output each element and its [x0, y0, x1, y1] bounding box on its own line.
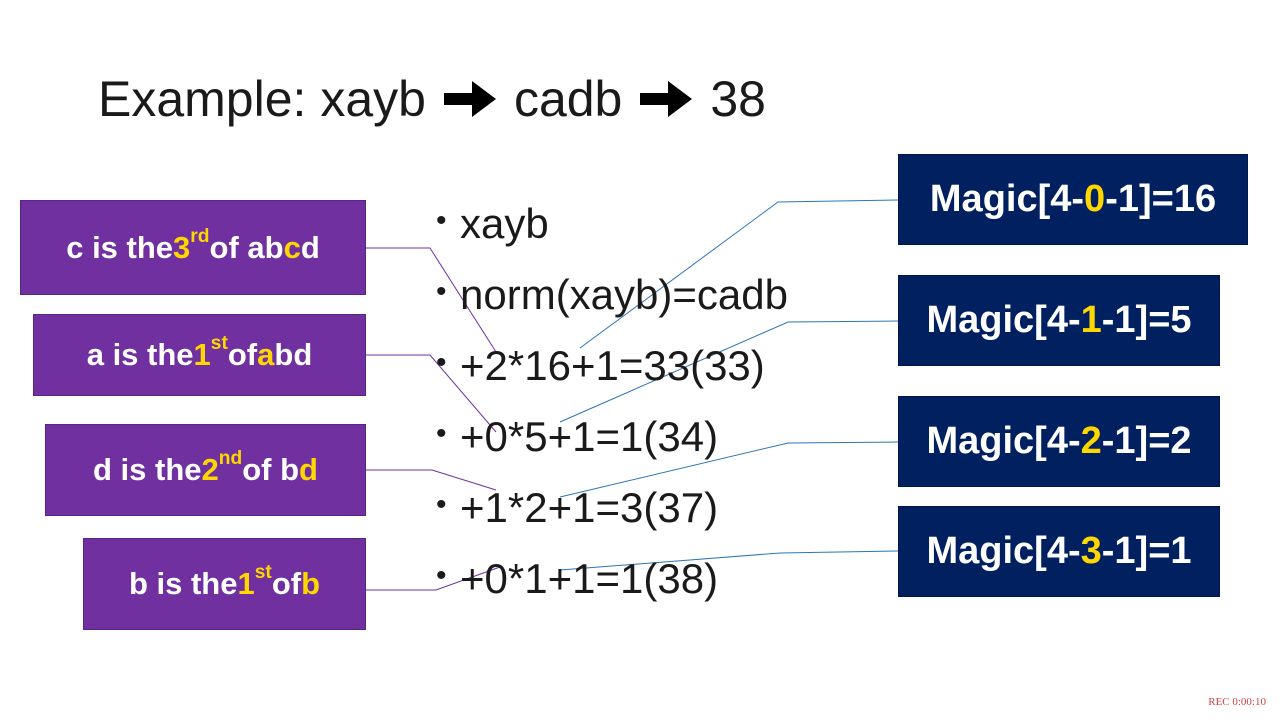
highlight-digit: 1 — [1080, 299, 1102, 341]
bullet-text: xayb — [460, 199, 549, 247]
box-text: -1]=5 — [1101, 299, 1192, 341]
box-text: Magic[4- — [929, 178, 1085, 220]
box-text: c is the — [66, 229, 174, 265]
bullet-dot-icon: • — [436, 416, 447, 450]
highlight-letter: c — [283, 229, 301, 265]
arrow-right-icon — [442, 77, 498, 121]
right-box-4: Magic[4-3-1]=1 — [898, 506, 1220, 597]
bullet-dot-icon: • — [436, 203, 447, 237]
box-text: -1]=16 — [1105, 178, 1217, 220]
box-text: Magic[4- — [926, 299, 1081, 341]
bullet-item: • +0*1+1=1(38) — [436, 543, 788, 614]
box-text: a is the — [86, 337, 194, 372]
box-text: of b — [242, 452, 300, 487]
bullet-item: • norm(xayb)=cadb — [436, 259, 788, 330]
recording-timestamp: REC 0:00:10 — [1208, 696, 1266, 708]
arrow-right-icon — [638, 77, 694, 121]
box-text: bd — [274, 337, 313, 372]
highlight-digit: 0 — [1084, 178, 1106, 220]
bullet-dot-icon: • — [436, 487, 447, 521]
highlight-digit: 2 — [1080, 420, 1102, 462]
box-text: d is the — [93, 452, 202, 487]
box-text: of — [271, 566, 302, 601]
ordinal-number: 1 — [237, 566, 255, 601]
bullet-item: • +2*16+1=33(33) — [436, 330, 788, 401]
bullet-list: • xayb • norm(xayb)=cadb • +2*16+1=33(33) •… — [436, 188, 788, 614]
right-box-3: Magic[4-2-1]=2 — [898, 396, 1220, 487]
box-text: -1]=1 — [1101, 530, 1192, 572]
title-part-2: cadb — [513, 71, 623, 127]
right-box-1: Magic[4-0-1]=16 — [898, 154, 1248, 245]
title-part-3: 38 — [710, 71, 766, 127]
ordinal-number: 1 — [193, 337, 211, 372]
right-box-2: Magic[4-1-1]=5 — [898, 275, 1220, 366]
box-text: -1]=2 — [1101, 420, 1192, 462]
slide-title: Example: xayb cadb 38 — [98, 74, 766, 124]
bullet-item: • +0*5+1=1(34) — [436, 401, 788, 472]
bullet-text: +0*5+1=1(34) — [460, 412, 719, 460]
box-text: b is the — [128, 566, 238, 601]
highlight-letter: a — [257, 337, 275, 372]
title-part-1: Example: xayb — [98, 71, 426, 127]
highlight-letter: b — [301, 566, 321, 601]
bullet-dot-icon: • — [436, 274, 447, 308]
bullet-item: • xayb — [436, 188, 788, 259]
bullet-text: +1*2+1=3(37) — [460, 483, 719, 531]
box-text: Magic[4- — [926, 530, 1081, 572]
bullet-dot-icon: • — [436, 345, 447, 379]
box-text: of — [227, 337, 258, 372]
bullet-text: +2*16+1=33(33) — [460, 341, 765, 389]
bullet-text: norm(xayb)=cadb — [460, 270, 788, 318]
ordinal-number: 3 — [173, 229, 191, 265]
box-text: d — [300, 229, 320, 265]
bullet-item: • +1*2+1=3(37) — [436, 472, 788, 543]
highlight-letter: d — [299, 452, 318, 487]
bullet-text: +0*1+1=1(38) — [460, 554, 719, 602]
box-text: Magic[4- — [926, 420, 1081, 462]
ordinal-number: 2 — [201, 452, 219, 487]
bullet-dot-icon: • — [436, 558, 447, 592]
box-text: of ab — [209, 229, 284, 265]
highlight-digit: 3 — [1080, 530, 1102, 572]
